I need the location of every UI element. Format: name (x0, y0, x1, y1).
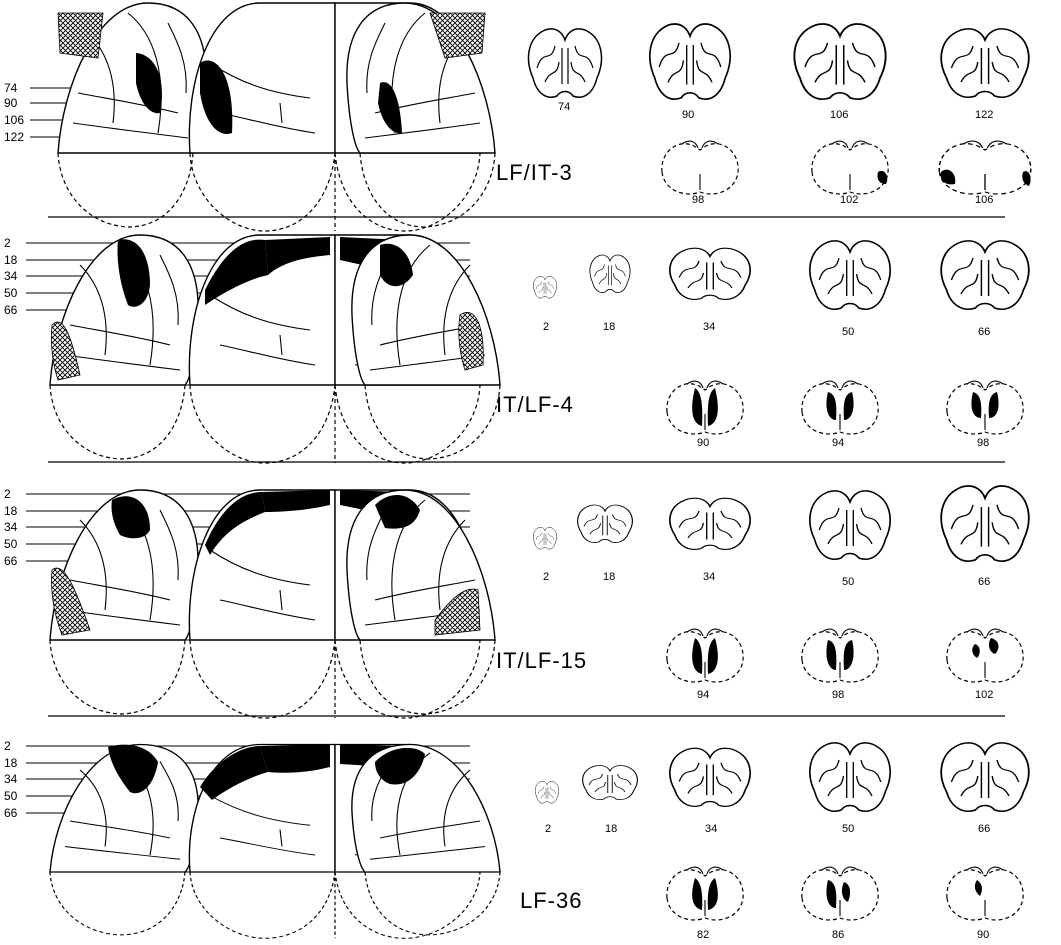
subcortical-section (802, 867, 878, 920)
coronal-section (941, 29, 1029, 97)
section-number: 18 (603, 321, 615, 333)
panel-3: 2 18 34 50 66 IT/LF-15 (4, 486, 1029, 718)
subcortical-section (812, 141, 888, 194)
coronal-section (529, 29, 602, 97)
section-number: 102 (975, 689, 993, 701)
section-number: 82 (697, 929, 709, 941)
level-label: 66 (4, 303, 18, 317)
subcortical-section (947, 629, 1023, 682)
section-number: 2 (545, 823, 551, 835)
level-label: 18 (4, 504, 18, 518)
section-number: 50 (842, 576, 854, 588)
level-label: 74 (4, 81, 18, 95)
level-label: 34 (4, 269, 18, 283)
coronal-section (794, 24, 885, 99)
section-number: 94 (832, 437, 844, 449)
section-number: 86 (832, 929, 844, 941)
level-label: 122 (4, 130, 24, 144)
section-number: 94 (697, 689, 709, 701)
level-label: 18 (4, 253, 18, 267)
section-number: 106 (830, 109, 848, 121)
subcortical-section (802, 629, 878, 682)
level-label: 50 (4, 286, 18, 300)
coronal-section (670, 498, 750, 549)
lateral-view-left (50, 235, 198, 459)
coronal-section (590, 255, 630, 293)
section-number: 66 (978, 326, 990, 338)
section-number: 2 (543, 571, 549, 583)
section-number: 50 (842, 823, 854, 835)
section-number: 122 (975, 109, 993, 121)
section-number: 18 (603, 571, 615, 583)
coronal-section (583, 765, 638, 799)
coronal-section (941, 486, 1029, 561)
section-number: 2 (543, 321, 549, 333)
coronal-section (941, 241, 1029, 309)
coronal-section (810, 241, 890, 309)
lateral-view-left (50, 490, 198, 714)
section-number: 90 (682, 109, 694, 121)
subcortical-section (947, 867, 1023, 920)
section-number: 66 (978, 576, 990, 588)
coronal-section (810, 491, 890, 559)
level-label: 34 (4, 520, 18, 534)
section-number: 74 (558, 101, 570, 113)
subcortical-section (939, 141, 1031, 194)
section-number: 98 (832, 689, 844, 701)
section-number: 66 (978, 823, 990, 835)
subcortical-section (662, 141, 738, 194)
coronal-section (810, 743, 890, 811)
subcortical-section (947, 381, 1023, 434)
level-label: 90 (4, 96, 18, 110)
panel-4: 2 18 34 50 66 LF-36 2 18 (4, 739, 1029, 941)
section-number: 34 (703, 571, 715, 583)
lateral-view-right (347, 490, 495, 714)
coronal-section (535, 781, 558, 803)
subcortical-section (667, 867, 743, 920)
level-label: 106 (4, 113, 24, 127)
panel-2: 2 18 34 50 66 IT/LF-4 (4, 235, 1029, 463)
section-number: 34 (703, 321, 715, 333)
lateral-view-left (50, 745, 198, 935)
coronal-section (941, 743, 1029, 811)
coronal-section (650, 24, 730, 99)
level-label: 34 (4, 772, 18, 786)
coronal-section (670, 248, 750, 299)
section-number: 34 (705, 823, 717, 835)
section-number: 90 (697, 437, 709, 449)
subcortical-section (667, 629, 743, 682)
case-label: LF-36 (520, 888, 582, 913)
level-label: 50 (4, 789, 18, 803)
case-label: LF/IT-3 (496, 160, 573, 185)
level-label: 2 (4, 487, 11, 501)
level-label: 2 (4, 236, 11, 250)
lateral-view-right (347, 3, 495, 227)
case-label: IT/LF-4 (496, 392, 574, 417)
subcortical-section (667, 381, 743, 434)
level-label: 66 (4, 806, 18, 820)
lateral-view-right (352, 235, 500, 459)
section-number: 102 (840, 194, 858, 206)
coronal-section (533, 527, 556, 549)
coronal-section (670, 748, 750, 806)
level-label: 66 (4, 554, 18, 568)
section-number: 106 (975, 194, 993, 206)
section-number: 50 (842, 326, 854, 338)
level-label: 18 (4, 756, 18, 770)
lateral-view-left (58, 3, 206, 227)
coronal-section (578, 505, 633, 543)
level-label: 50 (4, 537, 18, 551)
section-number: 98 (692, 194, 704, 206)
section-number: 18 (605, 823, 617, 835)
section-number: 98 (977, 437, 989, 449)
panel-1: 74 90 106 122 LF/IT-3 74 90 106 (4, 3, 1031, 231)
case-label: IT/LF-15 (496, 648, 587, 673)
lateral-view-right (352, 745, 500, 935)
section-number: 90 (977, 929, 989, 941)
level-label: 2 (4, 739, 11, 753)
coronal-section (533, 276, 556, 298)
subcortical-section (802, 381, 878, 434)
